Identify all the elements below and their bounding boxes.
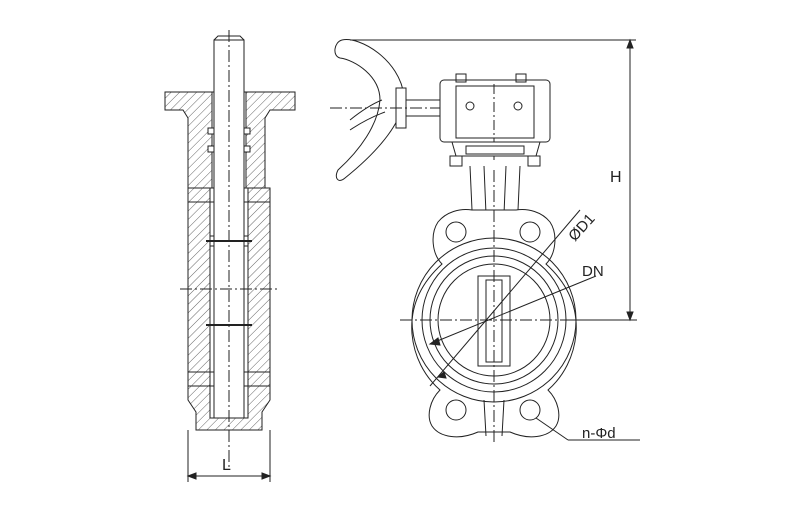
dim-H-label: H [610,169,622,186]
dim-D1-label: ØD1 [565,210,598,244]
body-right-wall [247,187,271,387]
body-left-wall [187,187,211,387]
handle-lever [334,39,405,181]
dim-L-label: L [222,457,231,474]
front-view [330,38,640,442]
dim-nd-label: n-Φd [582,425,616,442]
section-view [164,30,296,482]
dim-DN-label: DN [582,263,604,280]
